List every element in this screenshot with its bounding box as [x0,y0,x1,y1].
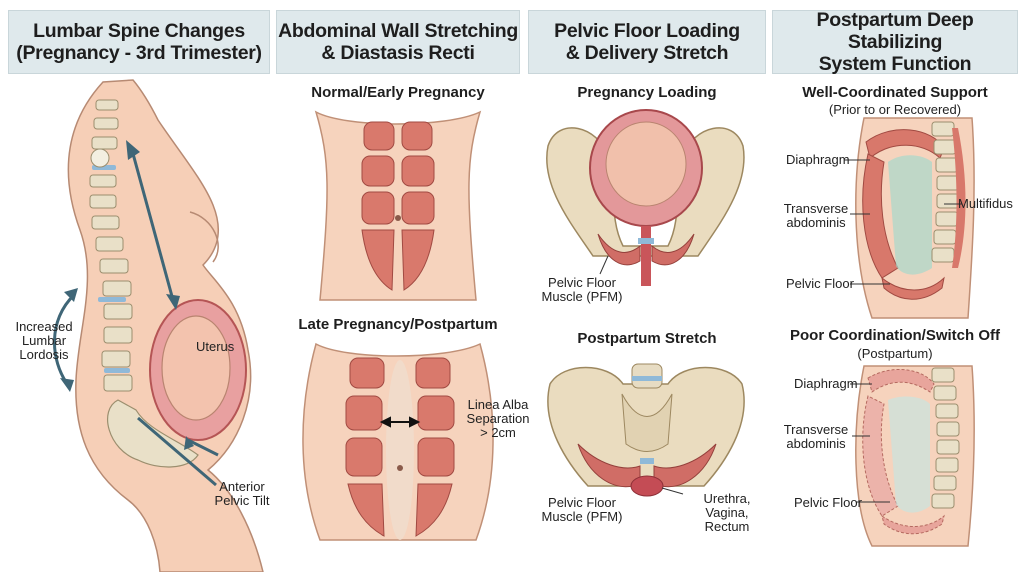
subtitle-poor-coordination: Poor Coordination/Switch Off [790,327,1000,344]
spinal-disc [640,458,654,464]
panel-deep-stabilizing: Postpartum Deep Stabilizing System Funct… [772,0,1018,572]
pelvic-floor-muscle [597,233,695,266]
label-lordosis: Increased Lumbar Lordosis [15,319,73,362]
subtitle-postpartum-stretch: Postpartum Stretch [577,330,717,347]
spinal-disc [638,238,654,244]
label-pf-top: Pelvic Floor [786,276,854,291]
panel-title: Postpartum Deep Stabilizing System Funct… [772,9,1018,75]
fetus-shape [605,121,687,207]
breast [189,211,219,263]
subtitle-pregnancy-loading: Pregnancy Loading [577,84,717,101]
fetus-shape [161,315,231,421]
label-anterior-pelvic-tilt: Anterior Pelvic Tilt [214,479,270,508]
inner-cavity [888,155,932,275]
subtitle-note-postpartum: (Postpartum) [857,346,933,361]
subtitle-well-coordinated: Well-Coordinated Support [802,84,988,101]
label-ta-top: Transverse abdominis [783,201,849,230]
navel [397,465,403,471]
label-pf-bottom: Pelvic Floor [794,495,862,510]
pelvis-loading-illustration [546,109,745,286]
panel-title: Pelvic Floor Loading & Delivery Stretch [528,10,766,74]
torso-outline [314,110,482,301]
linea-alba-gap [386,360,414,540]
label-pfm-top: Pelvic Floor Muscle (PFM) [541,275,623,304]
navel [395,215,401,221]
birth-canal [641,226,651,286]
spine [931,121,960,263]
panel-abdominal-wall: Abdominal Wall Stretching & Diastasis Re… [276,0,529,572]
label-openings: Urethra, Vagina, Rectum [703,491,751,534]
transverse-abdominis-muscle [862,153,899,279]
label-linea-alba-separation: Linea Alba Separation > 2cm [466,397,530,440]
label-diaphragm-bottom: Diaphragm [794,376,858,391]
arrow-tilt-1 [187,438,219,457]
label-pfm-bottom: Pelvic Floor Muscle (PFM) [541,495,623,524]
separation-arrow [379,416,421,428]
pregnant-body-illustration [52,79,264,572]
spinal-discs [92,165,130,373]
diaphragm-muscle-weak [867,368,935,393]
arrow-lordosis [52,293,76,386]
arrow-tilt-2 [137,416,217,487]
spine [931,367,960,509]
panel-title: Lumbar Spine Changes (Pregnancy - 3rd Tr… [8,10,270,74]
subtitle-note-recovered: (Prior to or Recovered) [828,102,962,117]
inner-cavity [888,396,930,513]
rib-joint [90,148,110,168]
abdomen-diastasis-illustration [302,342,494,541]
label-ta-bottom: Transverse abdominis [783,422,849,451]
subtitle-normal-early: Normal/Early Pregnancy [311,84,485,101]
rectus-muscle-normal [361,121,435,291]
pelvic-openings [630,475,664,497]
arrow-belly-stretch [130,149,175,301]
spine [89,99,133,392]
core-coordinated-illustration [844,117,975,319]
multifidus-muscle [952,128,966,268]
label-uterus: Uterus [196,339,235,354]
rectus-muscle-separated [345,357,455,537]
panel-title: Abdominal Wall Stretching & Diastasis Re… [276,10,520,74]
panel-lumbar-spine: Lumbar Spine Changes (Pregnancy - 3rd Tr… [8,0,270,572]
label-multifidus: Multifidus [958,196,1013,211]
subtitle-late-postpartum: Late Pregnancy/Postpartum [298,316,498,333]
pelvis-stretch-illustration [547,363,745,497]
abdomen-normal-illustration [314,110,482,301]
pelvic-floor-muscle-weak [881,514,945,535]
pelvic-floor-muscle [881,276,945,300]
label-diaphragm-top: Diaphragm [786,152,850,167]
sacral-bone [621,393,673,452]
panel-pelvic-floor: Pelvic Floor Loading & Delivery Stretch … [528,0,766,572]
spinal-disc [632,376,662,381]
core-poor-coordination-illustration [850,365,975,547]
